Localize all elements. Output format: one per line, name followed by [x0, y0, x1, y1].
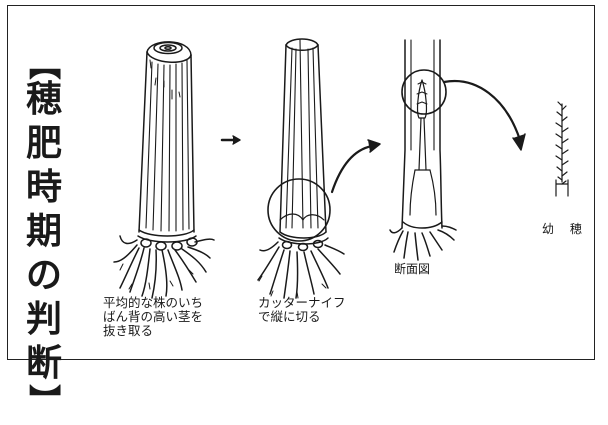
caption-line: 幼 穂	[542, 222, 588, 236]
caption-line: 抜き取る	[103, 324, 203, 338]
cut-stem-drawing	[258, 39, 344, 298]
caption-line: カッターナイフ	[258, 296, 346, 310]
whole-stem-drawing	[114, 42, 214, 298]
cross-section-drawing	[390, 40, 456, 260]
step-caption-young-panicle: 幼 穂	[542, 222, 588, 236]
curved-arrow	[332, 140, 380, 192]
curved-arrow	[444, 81, 525, 150]
young-panicle-drawing	[556, 102, 568, 196]
caption-line: で縦に切る	[258, 310, 346, 324]
title-bracket-close: 】	[30, 375, 58, 425]
magnifier-circle	[268, 179, 330, 241]
caption-line: 平均的な株のいち	[103, 296, 203, 310]
step-caption-pull: 平均的な株のいち ばん背の高い茎を 抜き取る	[103, 296, 203, 338]
step-caption-cut: カッターナイフ で縦に切る	[258, 296, 346, 324]
step-caption-cross-section: 断面図	[394, 262, 430, 276]
caption-line: 断面図	[394, 262, 430, 276]
step-arrow	[222, 136, 240, 144]
caption-line: ばん背の高い茎を	[103, 310, 203, 324]
